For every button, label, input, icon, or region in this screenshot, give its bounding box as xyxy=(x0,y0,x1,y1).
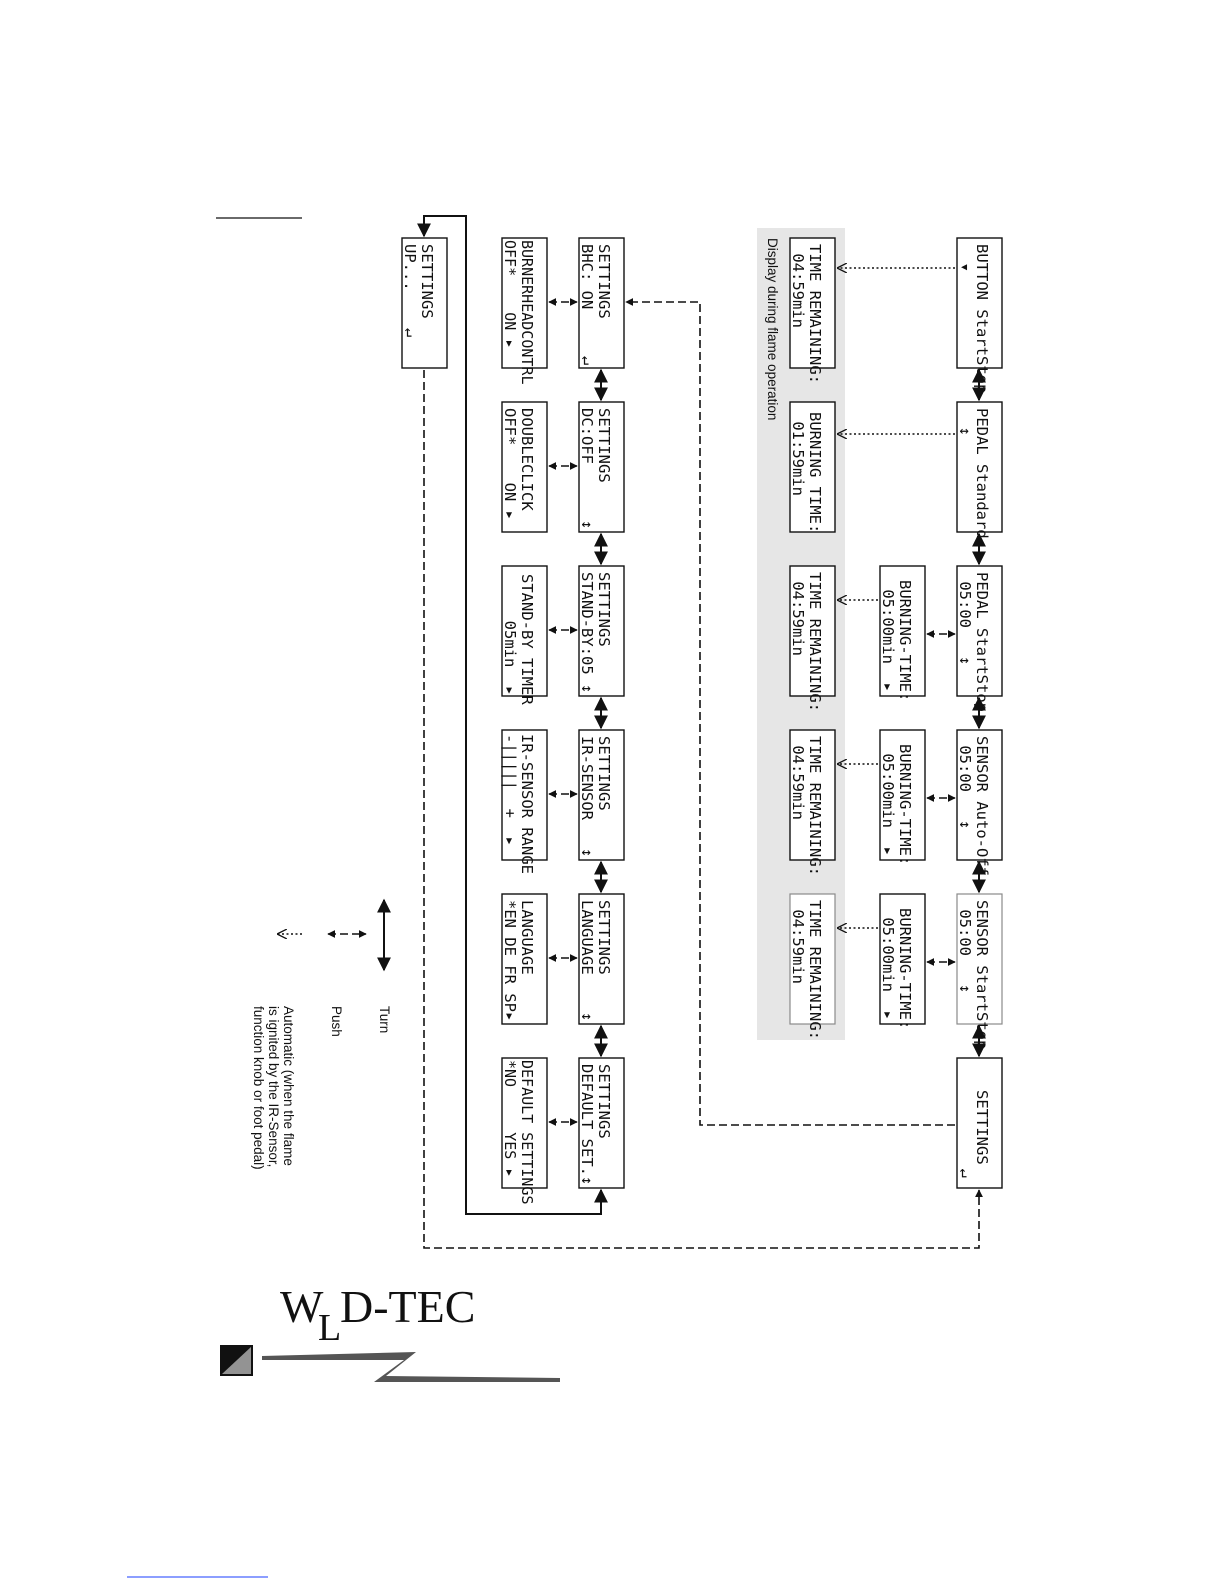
legend: Turn Push Automatic (when the flame is i… xyxy=(251,898,392,1170)
panel-caption: Display during flame operation xyxy=(765,238,780,420)
lcd-settings-up-l2: UP... ↵ xyxy=(401,244,419,337)
lcd-option-language-l1: LANGUAGE xyxy=(518,900,536,975)
lcd-option-standby-l2: 05min ▸ xyxy=(501,574,519,695)
lcd-settings-language-l1: SETTINGS xyxy=(595,900,613,975)
lcd-settings-default-l2: DEFAULT SET.↕ xyxy=(578,1064,596,1185)
turn-route-default-to-up xyxy=(417,215,608,1215)
lcd-pedal-standard-l2: ↕ xyxy=(956,408,974,436)
lcd-sensor-startstop-l1: SENSOR StartStop xyxy=(973,900,991,1049)
lcd-flame-3-l1: TIME REMAINING: xyxy=(806,572,824,712)
lcd-option-irsensor-l2: -||||| + ▸ xyxy=(501,734,519,846)
lcd-button-startstop-l1: BUTTON StartStop xyxy=(973,244,991,393)
settings-up: SETTINGS UP... ↵ xyxy=(401,237,448,369)
main-column: BUTTON StartStop ▾ PEDAL Standard ↕ PEDA… xyxy=(956,237,1003,1189)
lcd-sensor-autooff-l2: 05:00 ↕ xyxy=(956,736,974,829)
lcd-flame-2-l2: 01:59min xyxy=(789,412,807,496)
lcd-flame-5-l2: 04:59min xyxy=(789,900,807,984)
settings-menu-column: SETTINGS BHC: ON ↵ SETTINGS DC:OFF ↕ SET… xyxy=(578,237,625,1189)
lcd-option-irsensor-l1: IR-SENSOR RANGE xyxy=(518,734,536,874)
legend-automatic-l1: Automatic (when the flame xyxy=(281,1006,296,1166)
lcd-settings-language-l2: LANGUAGE ↕ xyxy=(578,900,596,1021)
logo-text-rest: D-TEC xyxy=(340,1281,475,1332)
lcd-settings-up-l1: SETTINGS xyxy=(418,244,436,319)
logo-swoosh xyxy=(262,1352,560,1382)
lcd-settings-standby-l2: STAND-BY:05 ↕ xyxy=(578,572,596,693)
lcd-option-default-l2: *NO YES ▸ xyxy=(501,1060,519,1177)
lcd-settings-dc-l2: DC:OFF ↕ xyxy=(578,408,596,529)
lcd-button-startstop-l2: ▾ xyxy=(956,244,974,272)
legend-turn-label: Turn xyxy=(377,1006,392,1033)
lcd-flame-4-l2: 04:59min xyxy=(789,736,807,820)
push-route-up-to-settings xyxy=(423,370,983,1249)
lcd-flame-1-l2: 04:59min xyxy=(789,244,807,328)
legend-push-label: Push xyxy=(329,1006,344,1037)
lcd-option-default-l1: DEFAULT SETTINGS xyxy=(518,1060,536,1205)
lcd-option-dc-l2: OFF* ON ▸ xyxy=(501,408,519,520)
lcd-sensor-autooff-l1: SENSOR Auto-Off xyxy=(973,736,991,876)
legend-automatic-l2: is ignited by the IR-Sensor, xyxy=(266,1006,281,1167)
lcd-burning-time-3-l1: BURNING-TIME: xyxy=(896,908,914,1029)
lcd-sensor-startstop-l2: 05:00 ↕ xyxy=(956,900,974,993)
lcd-settings-entry-l2: ↵ xyxy=(956,1150,974,1178)
wld-tec-logo: W L D-TEC xyxy=(220,1281,560,1382)
lcd-option-dc-l1: DOUBLECLICK xyxy=(518,408,536,511)
lcd-burning-time-1-l2: 05:00min ▸ xyxy=(879,580,897,692)
lcd-burning-time-1-l1: BURNING-TIME: xyxy=(896,580,914,701)
lcd-burning-time-2-l2: 05:00min ▸ xyxy=(879,744,897,856)
lcd-settings-entry-l1: SETTINGS xyxy=(973,1090,991,1165)
lcd-settings-irsensor-l2: IR-SENSOR ↕ xyxy=(578,736,596,857)
lcd-option-standby-l1: STAND-BY TIMER xyxy=(518,574,536,705)
lcd-flame-2-l1: BURNING TIME: xyxy=(806,412,824,533)
lcd-settings-bhc-l1: SETTINGS xyxy=(595,244,613,319)
setting-options-column: BURNERHEADCONTRL OFF* ON ▸ DOUBLECLICK O… xyxy=(501,237,578,1205)
lcd-burning-time-3-l2: 05:00min ▸ xyxy=(879,908,897,1020)
lcd-option-language-l2: *EN DE FR SP▸ xyxy=(501,900,519,1021)
lcd-settings-default-l1: SETTINGS xyxy=(595,1064,613,1139)
lcd-flame-3-l2: 04:59min xyxy=(789,572,807,656)
flame-displays: TIME REMAINING: 04:59min BURNING TIME: 0… xyxy=(789,237,955,1040)
lcd-settings-dc-l1: SETTINGS xyxy=(595,408,613,483)
lcd-option-bhc-l2: OFF* ON ▸ xyxy=(501,240,519,348)
legend-automatic-l3: function knob or foot pedal) xyxy=(251,1006,266,1170)
lcd-settings-bhc-l2: BHC: ON ↵ xyxy=(578,244,596,365)
logo-letter-l: L xyxy=(318,1307,341,1349)
burning-time-column: BURNING-TIME: 05:00min ▸ BURNING-TIME: 0… xyxy=(879,565,956,1029)
push-route-settings-to-bhc xyxy=(625,298,955,1126)
lcd-flame-1-l1: TIME REMAINING: xyxy=(806,244,824,384)
lcd-flame-5-l1: TIME REMAINING: xyxy=(806,900,824,1040)
lcd-pedal-startstop-l1: PEDAL StartStop xyxy=(973,572,991,712)
lcd-burning-time-2-l1: BURNING-TIME: xyxy=(896,744,914,865)
lcd-flame-4-l1: TIME REMAINING: xyxy=(806,736,824,876)
lcd-option-bhc-l1: BURNERHEADCONTRL xyxy=(518,240,536,385)
lcd-pedal-startstop-l2: 05:00 ↕ xyxy=(956,572,974,665)
lcd-settings-irsensor-l1: SETTINGS xyxy=(595,736,613,811)
logo-letter-w: W xyxy=(280,1281,324,1332)
lcd-pedal-standard-l1: PEDAL Standard xyxy=(973,408,991,539)
lcd-settings-standby-l1: SETTINGS xyxy=(595,572,613,647)
